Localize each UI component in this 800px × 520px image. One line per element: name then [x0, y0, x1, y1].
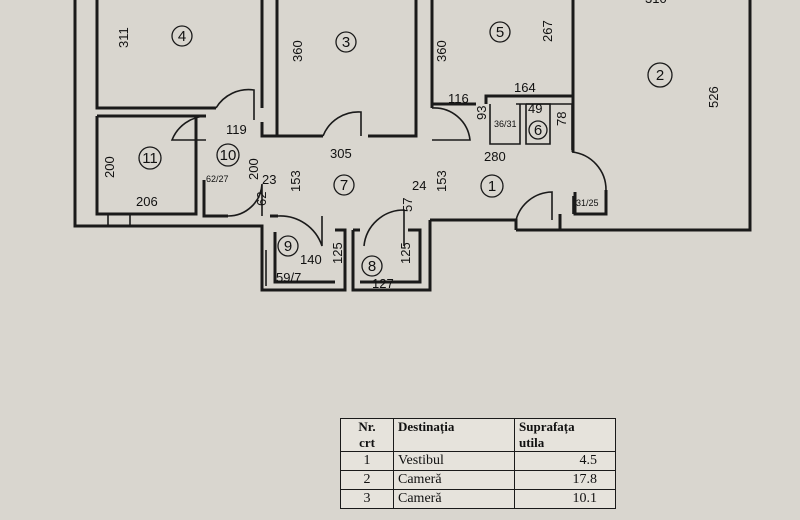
dim-206: 206	[136, 194, 158, 209]
dim-360-room5: 360	[434, 40, 449, 62]
header-nr: Nr. crt	[340, 418, 394, 452]
dim-24: 24	[412, 178, 426, 193]
room-10-label: 10	[216, 143, 240, 167]
svg-text:9: 9	[284, 238, 292, 255]
svg-text:7: 7	[340, 177, 348, 194]
row-nr: 2	[340, 470, 394, 490]
dim-305: 305	[330, 146, 352, 161]
row-destination: Cameră	[393, 489, 515, 509]
dim-526: 526	[706, 86, 721, 108]
dim-116: 116	[448, 91, 469, 106]
row-nr: 1	[340, 451, 394, 471]
dim-153-room7: 153	[288, 170, 303, 192]
row-destination: Cameră	[393, 470, 515, 490]
dim-62: 62	[254, 192, 269, 206]
room-4-label: 4	[171, 25, 193, 47]
room-11-label: 11	[138, 146, 162, 170]
dim-62-27: 62/27	[206, 174, 229, 184]
dim-200-room10: 200	[246, 158, 261, 180]
dim-280: 280	[484, 149, 506, 164]
table-row: 2 Cameră 17.8	[340, 470, 616, 490]
table-row: 3 Cameră 10.1	[340, 489, 616, 509]
dim-127: 127	[372, 276, 394, 291]
room-8-label: 88	[361, 255, 383, 277]
dim-125-room8: 125	[398, 242, 413, 264]
svg-text:10: 10	[220, 147, 237, 164]
row-area: 4.5	[514, 451, 616, 471]
dim-23: 23	[262, 172, 276, 187]
dim-59-7: 59/7	[276, 270, 301, 285]
row-area: 17.8	[514, 470, 616, 490]
dim-267: 267	[540, 20, 555, 42]
row-nr: 3	[340, 489, 394, 509]
table-row: 1 Vestibul 4.5	[340, 451, 616, 471]
dim-310: 310	[645, 0, 667, 6]
svg-text:11: 11	[142, 150, 158, 167]
dim-360-room3: 360	[290, 40, 305, 62]
dim-164: 164	[514, 80, 536, 95]
room-7-label: 7	[333, 174, 355, 196]
dim-36-31: 36/31	[494, 119, 517, 129]
dim-311: 311	[116, 27, 131, 48]
dimension-labels: 311 360 360 267 526 310 116 164 93 49 36…	[102, 0, 721, 291]
dim-78: 78	[554, 112, 569, 126]
room-3-label: 3	[335, 31, 357, 53]
header-destination: Destinația	[393, 418, 515, 452]
dim-119: 119	[226, 122, 247, 137]
dim-200-room11: 200	[102, 156, 117, 178]
room-area-table: Nr. crt Destinația Suprafața utila 1 Ves…	[340, 418, 616, 509]
svg-text:4: 4	[178, 28, 186, 45]
dim-49: 49	[528, 101, 542, 116]
table-header-row: Nr. crt Destinația Suprafața utila	[340, 418, 616, 452]
room-5-label: 5	[489, 21, 511, 43]
dim-153-room1: 153	[434, 170, 449, 192]
dim-125-room9: 125	[330, 242, 345, 264]
row-area: 10.1	[514, 489, 616, 509]
room-labels: 4 3 5 2 6 11 10 7 1 9 88	[138, 21, 673, 277]
header-area: Suprafața utila	[514, 418, 616, 452]
room-2-label: 2	[647, 62, 673, 88]
svg-text:6: 6	[534, 122, 542, 139]
dim-31-25: 31/25	[576, 198, 599, 208]
svg-text:3: 3	[342, 34, 350, 51]
dim-57: 57	[400, 198, 415, 212]
row-destination: Vestibul	[393, 451, 515, 471]
svg-text:1: 1	[488, 178, 496, 195]
dim-93: 93	[474, 106, 489, 120]
room-9-label: 9	[277, 235, 299, 257]
door-swings	[170, 88, 607, 247]
dim-140: 140	[300, 252, 322, 267]
svg-text:2: 2	[656, 67, 664, 84]
room-6-label: 6	[528, 120, 548, 140]
svg-text:5: 5	[496, 24, 504, 41]
svg-text:8: 8	[368, 258, 376, 275]
room-1-label: 1	[480, 174, 504, 198]
